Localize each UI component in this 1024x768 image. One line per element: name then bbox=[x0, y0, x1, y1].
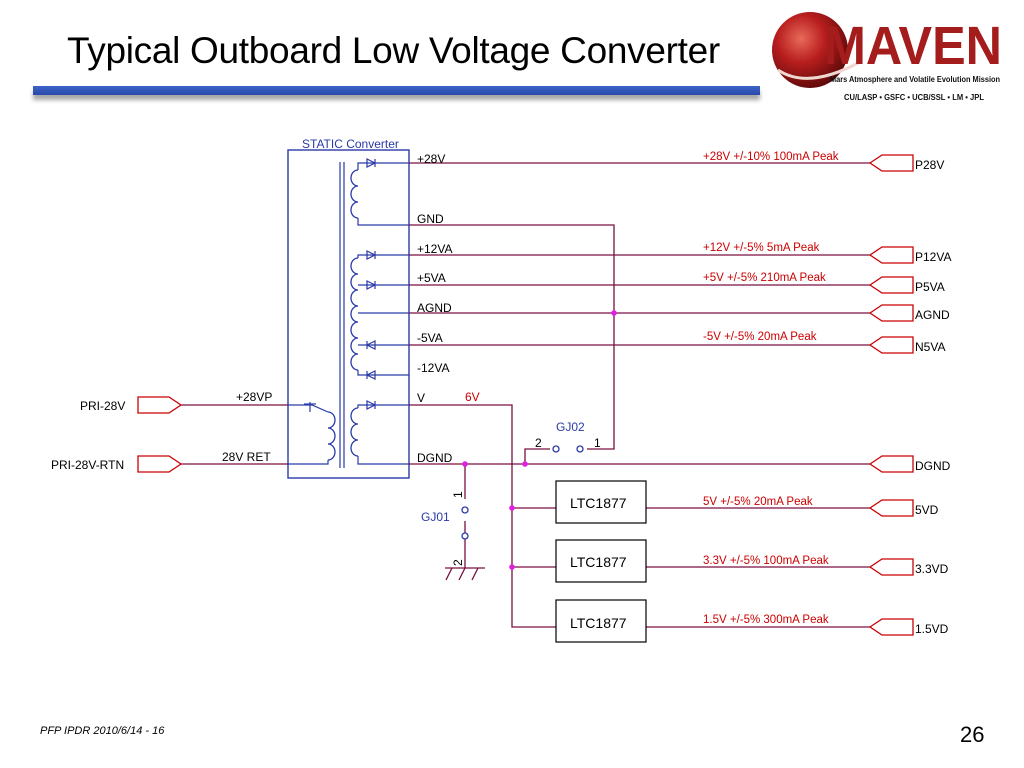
output-connector-label: P12VA bbox=[915, 250, 951, 264]
regulator-label: LTC1877 bbox=[570, 495, 627, 511]
title-underline-bar bbox=[33, 86, 760, 95]
secondary-net-label: +5VA bbox=[417, 271, 446, 285]
static-converter-box bbox=[287, 149, 410, 479]
jumper-pin-label: 2 bbox=[451, 559, 465, 566]
output-spec-label: -5V +/-5% 20mA Peak bbox=[703, 331, 817, 343]
output-connector-icon bbox=[868, 154, 914, 172]
jumper-name: GJ02 bbox=[556, 420, 585, 434]
primary-winding bbox=[327, 411, 336, 461]
converter-label: STATIC Converter bbox=[302, 137, 399, 151]
regulator-boxes bbox=[555, 480, 647, 643]
input-connectors bbox=[137, 396, 183, 473]
output-spec-label: 1.5V +/-5% 300mA Peak bbox=[703, 614, 829, 626]
output-connector-label: P5VA bbox=[915, 280, 945, 294]
output-wires bbox=[180, 162, 870, 628]
output-spec-label: +5V +/-5% 210mA Peak bbox=[703, 272, 826, 284]
secondary-net-label: -5VA bbox=[417, 331, 443, 345]
output-connector-icon bbox=[868, 455, 914, 473]
secondary-net-label: AGND bbox=[417, 301, 452, 315]
output-spec-label: 3.3V +/-5% 100mA Peak bbox=[703, 555, 829, 567]
transformer-core bbox=[339, 162, 345, 468]
output-connector-icon bbox=[868, 276, 914, 294]
output-connector-label: P28V bbox=[915, 158, 944, 172]
output-connector-icon bbox=[868, 246, 914, 264]
secondary-net-label: V bbox=[417, 391, 425, 405]
input-net-label: +28VP bbox=[236, 390, 272, 404]
output-connector-label: 3.3VD bbox=[915, 562, 949, 576]
logo-subtitle: Mars Atmosphere and Volatile Evolution M… bbox=[830, 74, 1000, 84]
output-spec-label: +28V +/-10% 100mA Peak bbox=[703, 151, 839, 163]
input-connector-label: PRI-28V bbox=[80, 399, 125, 413]
output-connector-label: N5VA bbox=[915, 340, 945, 354]
secondary-windings bbox=[350, 169, 359, 457]
secondary-leads bbox=[357, 162, 409, 465]
secondary-net-label: +12VA bbox=[417, 242, 452, 256]
slide-title: Typical Outboard Low Voltage Converter bbox=[67, 30, 720, 71]
jumper-pin-label: 1 bbox=[594, 436, 601, 450]
footer-text: PFP IPDR 2010/6/14 - 16 bbox=[40, 725, 165, 737]
input-connector-label: PRI-28V-RTN bbox=[51, 458, 124, 472]
connector-pri-28v-icon bbox=[137, 396, 183, 414]
regulator-label: LTC1877 bbox=[570, 554, 627, 570]
connector-pri-28v-rtn-icon bbox=[137, 455, 183, 473]
jumper-name: GJ01 bbox=[421, 510, 450, 524]
input-net-label: 28V RET bbox=[222, 450, 271, 464]
mars-planet-icon bbox=[772, 12, 848, 88]
jumper-pin-label: 1 bbox=[451, 491, 465, 498]
output-connector-icon bbox=[868, 304, 914, 322]
output-connector-icon bbox=[868, 336, 914, 354]
regulator-label: LTC1877 bbox=[570, 615, 627, 631]
primary-leads bbox=[288, 402, 329, 465]
orbit-swoosh-icon bbox=[777, 60, 861, 80]
output-connector-icon bbox=[868, 558, 914, 576]
jumper-pin-label: 2 bbox=[535, 436, 542, 450]
output-connector-icon bbox=[868, 499, 914, 517]
junction-dots bbox=[462, 310, 617, 570]
maven-logo: MAVEN Mars Atmosphere and Volatile Evolu… bbox=[772, 12, 1002, 102]
output-spec-label: 5V +/-5% 20mA Peak bbox=[703, 496, 813, 508]
secondary-net-label: +28V bbox=[417, 152, 445, 166]
secondary-net-label: -12VA bbox=[417, 361, 449, 375]
output-connector-icon bbox=[868, 618, 914, 636]
secondary-net-label: GND bbox=[417, 212, 444, 226]
note-6v: 6V bbox=[465, 390, 480, 404]
secondary-net-label: DGND bbox=[417, 451, 453, 465]
secondary-labels: +28V GND +12VA +5VA AGND -5VA -12VA V DGND bbox=[417, 152, 453, 465]
output-connector-label: DGND bbox=[915, 459, 951, 473]
diode-icons bbox=[365, 158, 377, 410]
jumper-pins bbox=[461, 445, 584, 540]
output-connector-label: AGND bbox=[915, 308, 950, 322]
output-connector-label: 5VD bbox=[915, 503, 939, 517]
logo-partners: CU/LASP • GSFC • UCB/SSL • LM • JPL bbox=[844, 92, 984, 102]
ground-symbol-icon bbox=[445, 556, 485, 581]
logo-wordmark: MAVEN bbox=[824, 16, 1002, 76]
output-spec-label: +12V +/-5% 5mA Peak bbox=[703, 242, 820, 254]
page-number: 26 bbox=[960, 722, 985, 747]
output-connector-label: 1.5VD bbox=[915, 622, 949, 636]
